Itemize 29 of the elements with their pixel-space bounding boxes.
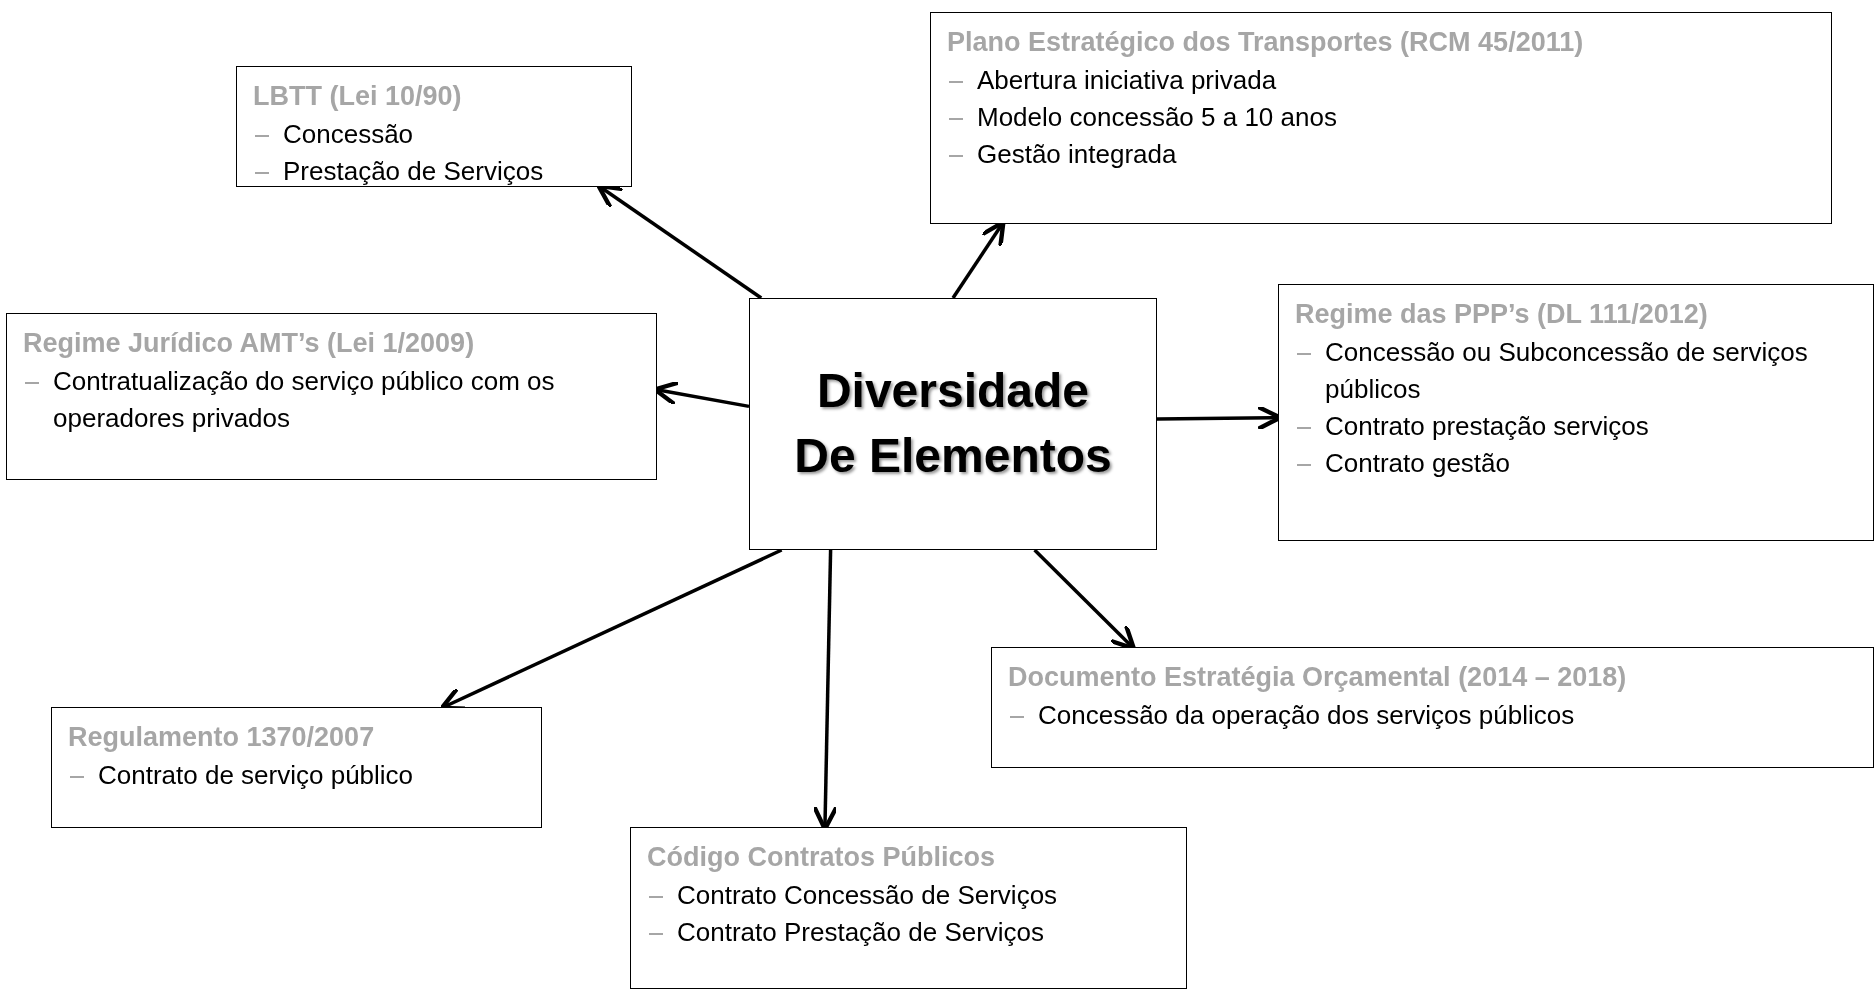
list-item: Gestão integrada <box>977 138 1177 169</box>
central-title: Diversidade De Elementos <box>793 363 1113 484</box>
box-heading: Regime das PPP’s (DL 111/2012) <box>1295 298 1709 331</box>
list-item: Contrato prestação serviços <box>1325 410 1649 441</box>
list-item: Contrato Concessão de Serviços <box>677 880 1058 911</box>
legislation-box <box>6 313 657 480</box>
box-heading: Documento Estratégia Orçamental (2014 – 2018) <box>1008 661 1628 694</box>
box-heading: Código Contratos Públicos <box>647 841 996 874</box>
legislation-box <box>236 66 632 187</box>
box-heading: LBTT (Lei 10/90) <box>253 80 463 113</box>
legislation-box <box>930 12 1832 224</box>
list-item: Concessão ou Subconcessão de serviços públicos <box>1325 337 1808 405</box>
legislation-box <box>51 707 542 828</box>
legislation-box <box>630 827 1187 989</box>
list-item: Modelo concessão 5 a 10 anos <box>977 102 1337 133</box>
list-item: Prestação de Serviços <box>283 156 544 187</box>
list-item: Abertura iniciativa privada <box>977 65 1277 96</box>
list-item: Concessão <box>283 119 414 150</box>
box-heading: Plano Estratégico dos Transportes (RCM 45/2011) <box>947 26 1585 59</box>
legislation-box <box>991 647 1874 768</box>
list-item: Contrato de serviço público <box>98 760 414 791</box>
list-item: Concessão da operação dos serviços públicos <box>1038 700 1575 731</box>
box-heading: Regulamento 1370/2007 <box>68 721 376 754</box>
list-item: Contrato Prestação de Serviços <box>677 917 1045 948</box>
list-item: Contrato gestão <box>1325 447 1510 478</box>
list-item: Contratualização do serviço público com os operadores privados <box>53 366 555 434</box>
central-box <box>749 298 1157 550</box>
legislation-box <box>1278 284 1874 541</box>
box-heading: Regime Jurídico AMT’s (Lei 1/2009) <box>23 327 476 360</box>
